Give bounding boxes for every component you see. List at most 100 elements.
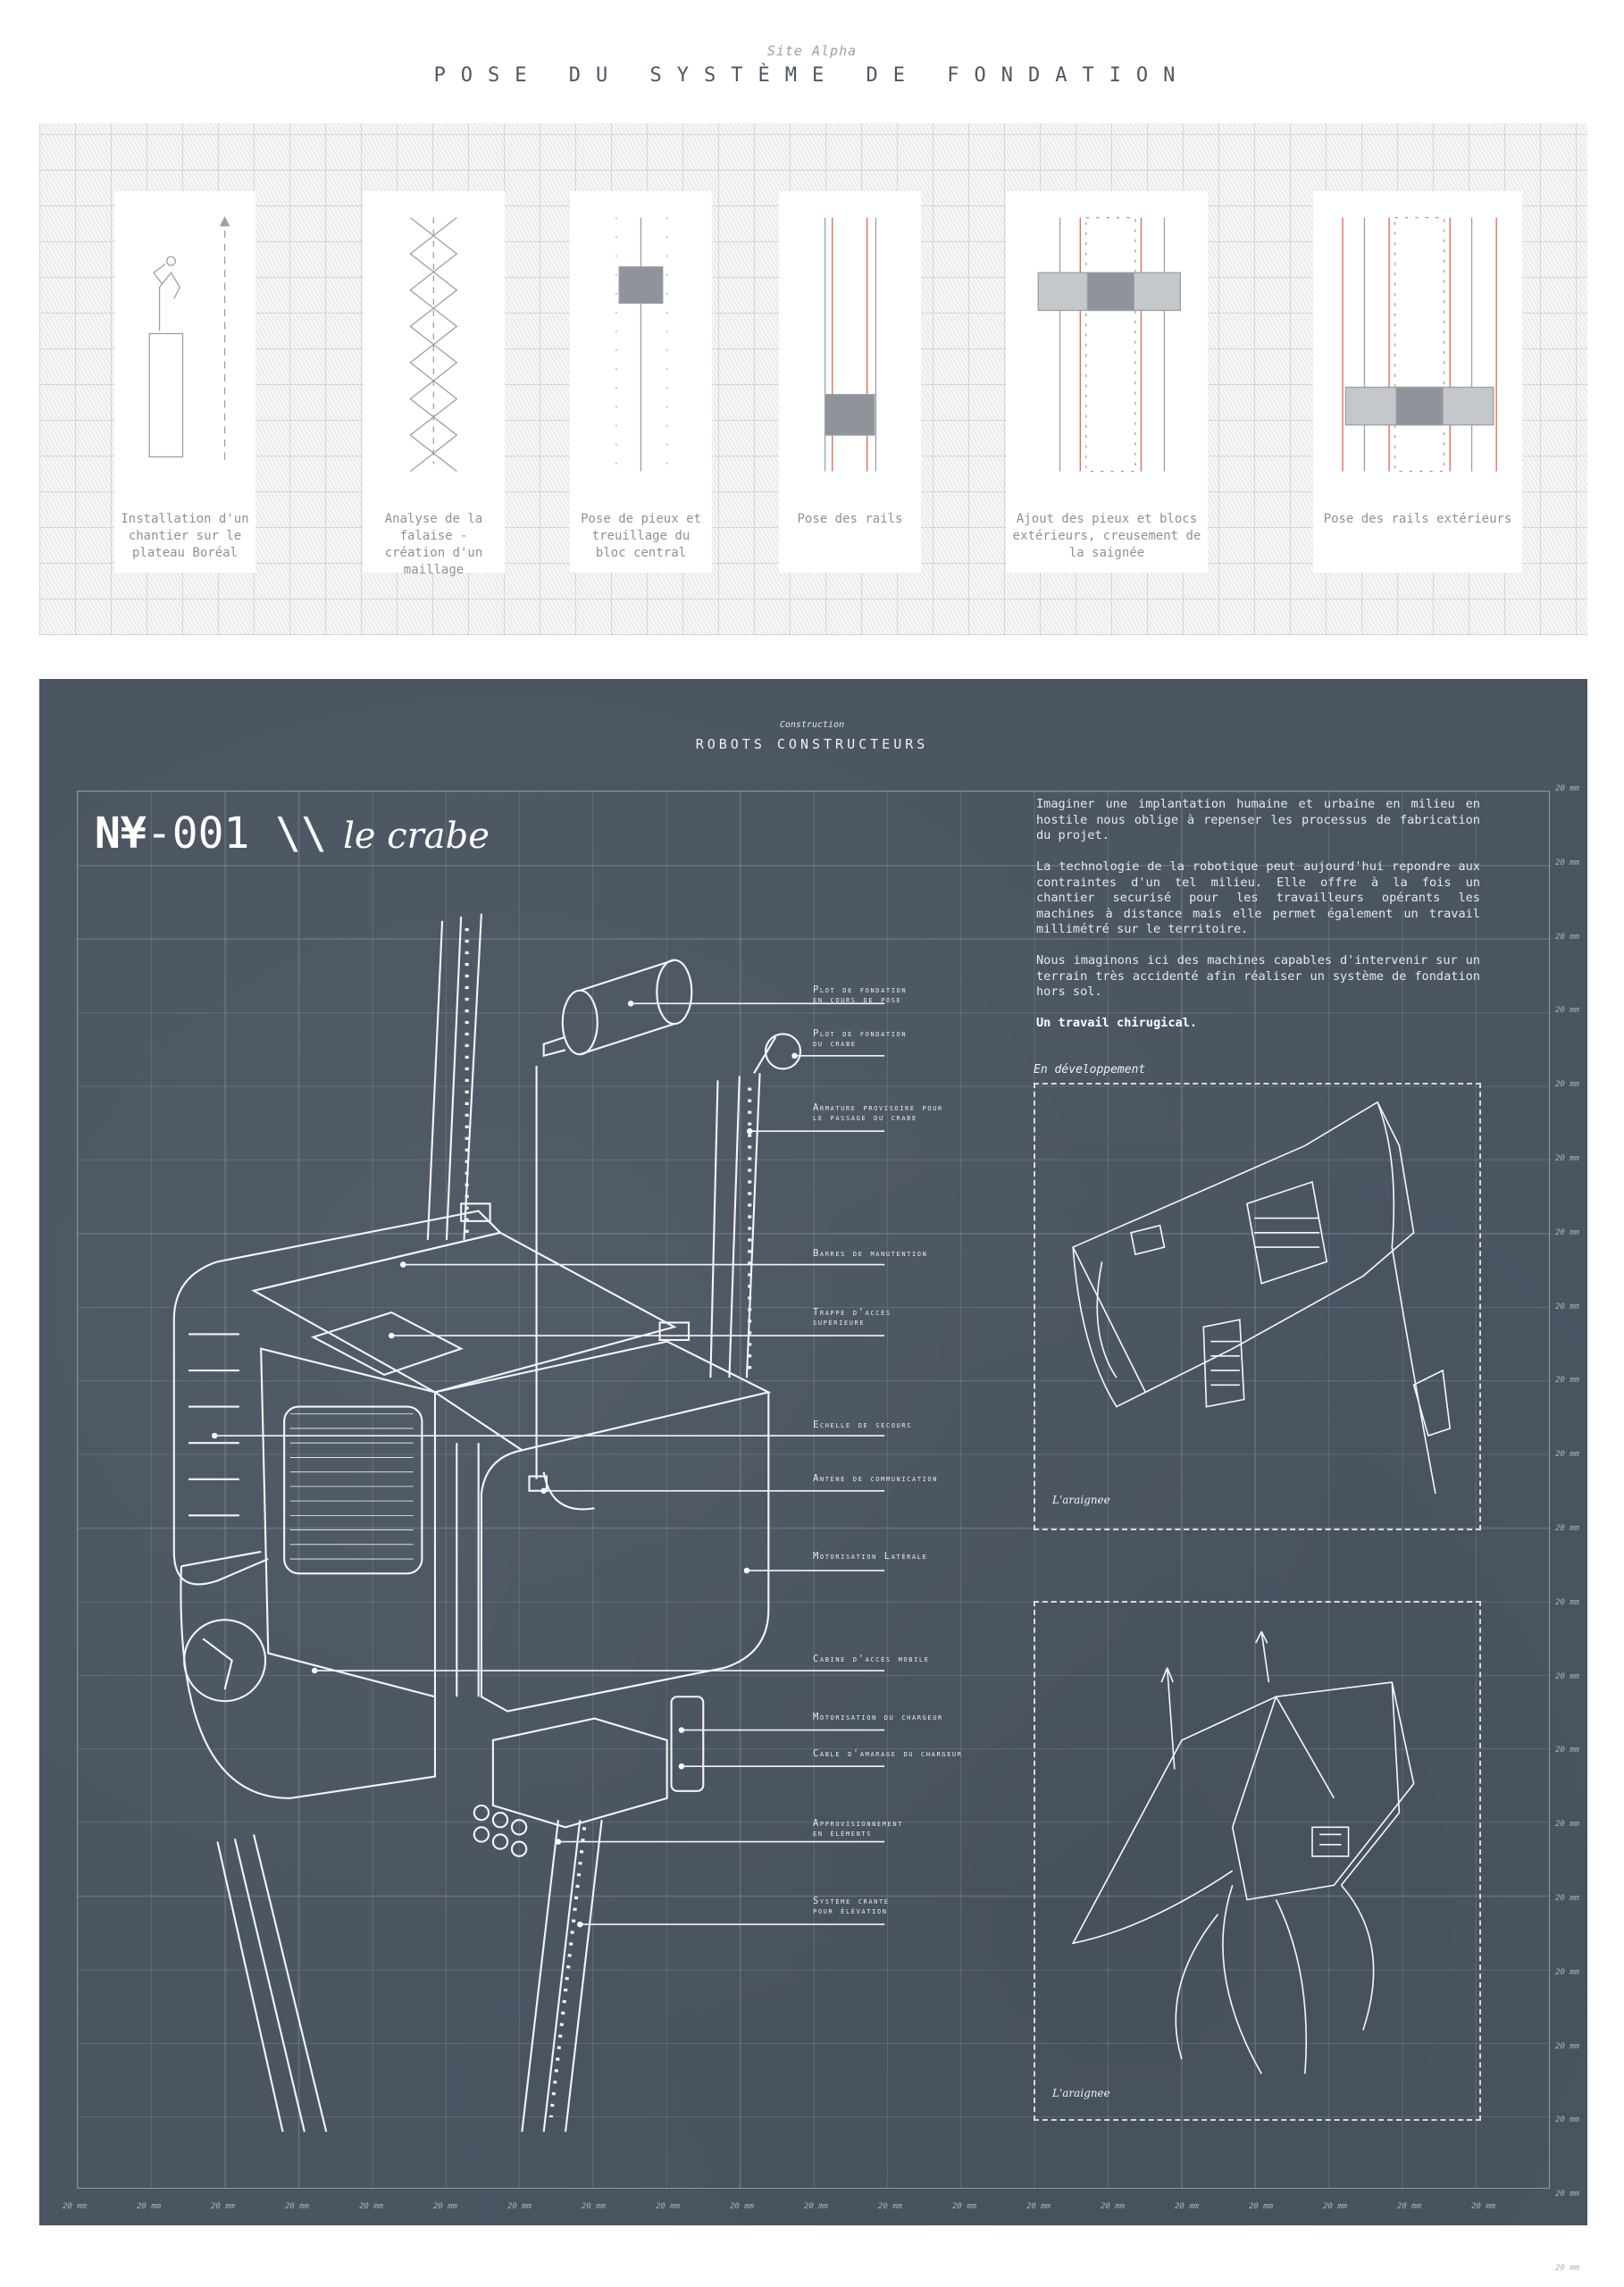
scale-mark: 20 mm [359, 2202, 384, 2211]
scale-mark: 20 mm [1555, 1080, 1580, 1090]
scale-mark: 20 mm [1555, 1376, 1580, 1386]
scale-mark: 20 mm [1397, 2202, 1422, 2211]
scale-mark: 20 mm [1175, 2202, 1200, 2211]
component-label: Echelle de secours [813, 1420, 912, 1430]
scale-mark: 20 mm [1555, 1820, 1580, 1830]
scale-mark: 20 mm [1101, 2202, 1126, 2211]
robot-heading: N¥-001 \\ le crabe [95, 808, 490, 859]
label-line: Trappe d'accès [813, 1307, 892, 1318]
scale-mark: 20 mm [1555, 2264, 1580, 2273]
scale-mark: 20 mm [878, 2202, 903, 2211]
step-caption: Pose de pieux et treuillage du bloc cent… [581, 512, 701, 560]
sketch-name: L'araignee [1052, 2087, 1110, 2099]
label-line: Barres de manutention [813, 1248, 928, 1259]
component-label: Motorisation Latérale [813, 1552, 927, 1562]
label-line: Cabine d'accès mobile [813, 1654, 930, 1664]
scale-mark: 20 mm [952, 2202, 977, 2211]
sketch-box-2 [1034, 1601, 1481, 2121]
scale-mark: 20 mm [1249, 2202, 1274, 2211]
component-label: Cable d'amarage du chargeur [813, 1749, 963, 1759]
description-emphasis: Un travail chirugical. [1036, 1016, 1198, 1030]
component-label: Cabine d'accès mobile [813, 1655, 930, 1664]
label-line: le passage du crabe [813, 1112, 917, 1123]
label-line: supérieure [813, 1317, 866, 1328]
label-line: Echelle de secours [813, 1420, 912, 1430]
scale-mark: 20 mm [1555, 932, 1580, 942]
robot-code-number: -001 \\ [146, 808, 328, 859]
component-label: Barres de manutention [813, 1249, 927, 1259]
scale-mark: 20 mm [1555, 1524, 1580, 1533]
label-line: en cours de pose [813, 994, 902, 1005]
label-line: Motorisation Latérale [813, 1551, 928, 1562]
scale-mark: 20 mm [1555, 1894, 1580, 1903]
scale-mark: 20 mm [285, 2202, 310, 2211]
section-subtitle: Construction [779, 720, 845, 730]
step-card-4: Pose des rails [779, 191, 921, 573]
section-title: ROBOTS CONSTRUCTEURS [695, 736, 929, 752]
component-label: Motorisation du chargeur [813, 1713, 943, 1722]
scale-mark: 20 mm [1555, 1450, 1580, 1460]
step-card-5: Ajout des pieux et blocs extérieurs, cre… [1006, 191, 1208, 573]
step-card-6: Pose des rails extérieurs [1313, 191, 1522, 573]
sketch-name: L'araignee [1052, 1494, 1110, 1506]
scale-mark: 20 mm [211, 2202, 236, 2211]
scale-mark: 20 mm [730, 2202, 755, 2211]
description-paragraph: La technologie de la robotique peut aujo… [1036, 859, 1480, 936]
label-line: Approvisionnement [813, 1818, 903, 1829]
scale-mark: 20 mm [1555, 1746, 1580, 1755]
scale-mark: 20 mm [582, 2202, 607, 2211]
label-line: Armature provisoire pour [813, 1102, 943, 1113]
scale-mark: 20 mm [1555, 2190, 1580, 2199]
label-line: du crabe [813, 1038, 857, 1049]
label-line: Plot de fondation [813, 984, 908, 995]
scale-mark: 20 mm [1555, 1671, 1580, 1681]
label-line: Motorisation du chargeur [813, 1712, 943, 1722]
scale-mark: 20 mm [1555, 1302, 1580, 1311]
scale-mark: 20 mm [1471, 2202, 1496, 2211]
scale-mark: 20 mm [433, 2202, 458, 2211]
label-line: en éléments [813, 1828, 873, 1839]
scale-mark: 20 mm [137, 2202, 162, 2211]
label-line: Cable d'amarage du chargeur [813, 1748, 963, 1759]
description-paragraph: Imaginer une implantation humaine et urb… [1036, 797, 1480, 842]
scale-mark: 20 mm [1555, 784, 1580, 793]
scale-mark: 20 mm [1555, 1154, 1580, 1163]
development-label: En développement [1034, 1063, 1146, 1076]
scale-mark: 20 mm [1026, 2202, 1051, 2211]
scale-mark: 20 mm [1555, 1006, 1580, 1016]
step-caption: Installation d'un chantier sur le platea… [121, 512, 249, 560]
step-caption: Pose des rails extérieurs [1323, 512, 1512, 526]
step-caption: Pose des rails [797, 512, 903, 526]
scale-mark: 20 mm [507, 2202, 532, 2211]
label-line: pour élévation [813, 1906, 888, 1916]
page-title: POSE DU SYSTÈME DE FONDATION [433, 64, 1191, 87]
scale-mark: 20 mm [1555, 1227, 1580, 1237]
scale-mark: 20 mm [1323, 2202, 1348, 2211]
description: Imaginer une implantation humaine et urb… [1036, 797, 1480, 1047]
label-line: Système cranté [813, 1896, 890, 1906]
site-subtitle: Site Alpha [766, 43, 858, 59]
label-line: Plot de fondation [813, 1028, 908, 1039]
scale-mark: 20 mm [1555, 1597, 1580, 1607]
scale-mark: 20 mm [63, 2202, 88, 2211]
robot-code-prefix: N¥ [95, 808, 146, 859]
scale-mark: 20 mm [1555, 1967, 1580, 1977]
step-caption: Ajout des pieux et blocs extérieurs, cre… [1012, 512, 1201, 560]
description-paragraph: Nous imaginons ici des machines capables… [1036, 953, 1480, 999]
scale-mark: 20 mm [804, 2202, 829, 2211]
step-caption: Analyse de la falaise - création d'un ma… [384, 512, 483, 577]
scale-mark: 20 mm [1555, 2041, 1580, 2051]
component-label: Antène de communication [813, 1474, 938, 1484]
label-line: Antène de communication [813, 1473, 939, 1484]
sketch-box-1 [1034, 1083, 1481, 1530]
step-card-3: Pose de pieux et treuillage du bloc cent… [570, 191, 712, 573]
robot-name: le crabe [343, 816, 490, 857]
step-card-2: Analyse de la falaise - création d'un ma… [363, 191, 505, 577]
scale-mark: 20 mm [1555, 858, 1580, 867]
step-card-1: Installation d'un chantier sur le platea… [114, 191, 255, 573]
